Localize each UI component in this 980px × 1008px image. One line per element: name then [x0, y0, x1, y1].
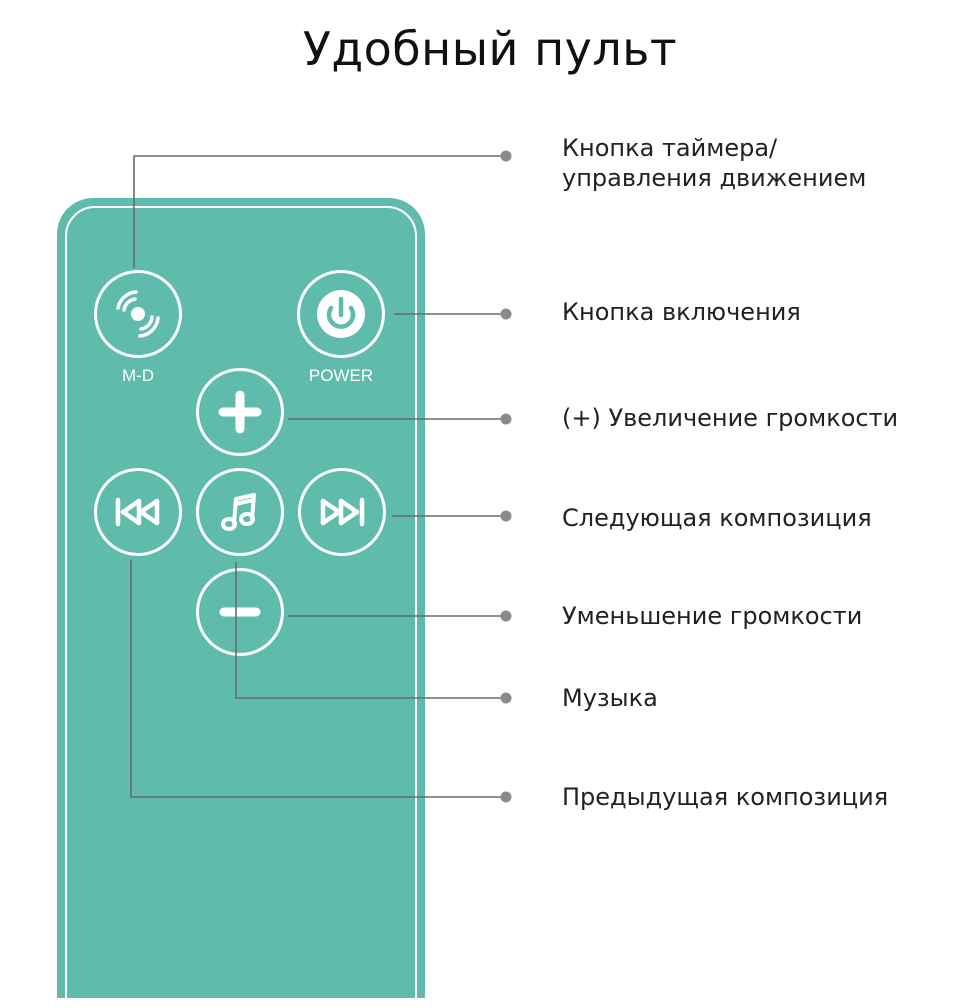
callout-dot-timer: [500, 150, 512, 162]
music-button[interactable]: [196, 468, 284, 556]
callout-dot-next: [500, 510, 512, 522]
callout-dot-power: [500, 308, 512, 320]
power-button[interactable]: [297, 270, 385, 358]
label-timer-line2: управления движением: [562, 164, 867, 192]
callout-line-previous: [130, 560, 505, 798]
previous-track-button[interactable]: [94, 468, 182, 556]
md-caption: M-D: [121, 366, 155, 385]
label-timer-line1: Кнопка таймера/: [562, 134, 778, 162]
label-music: Музыка: [562, 684, 658, 712]
label-next: Следующая композиция: [562, 504, 872, 532]
minus-icon: [219, 607, 261, 617]
callout-dot-volume-up: [500, 413, 512, 425]
next-track-button[interactable]: [298, 468, 386, 556]
volume-up-button[interactable]: [196, 368, 284, 456]
label-volume-down: Уменьшение громкости: [562, 602, 863, 630]
callout-line-timer: [133, 155, 505, 268]
callout-dot-previous: [500, 791, 512, 803]
label-previous: Предыдущая композиция: [562, 783, 889, 811]
callout-line-music: [235, 562, 505, 699]
label-volume-up: (+) Увеличение громкости: [562, 404, 899, 432]
volume-down-button[interactable]: [196, 568, 284, 656]
fast-forward-icon: [320, 497, 365, 527]
motion-icon: [116, 290, 160, 338]
power-caption: POWER: [308, 366, 374, 385]
callout-dot-music: [500, 692, 512, 704]
label-timer: Кнопка таймера/ управления движением: [562, 133, 866, 193]
music-note-icon: [221, 493, 256, 531]
md-button[interactable]: [94, 270, 182, 358]
page-title: Удобный пульт: [302, 22, 678, 76]
plus-icon: [218, 390, 262, 434]
label-power: Кнопка включения: [562, 298, 801, 326]
callout-lines: [130, 150, 512, 803]
rewind-icon: [115, 497, 160, 527]
callout-dot-volume-down: [500, 610, 512, 622]
power-icon: [317, 290, 365, 338]
